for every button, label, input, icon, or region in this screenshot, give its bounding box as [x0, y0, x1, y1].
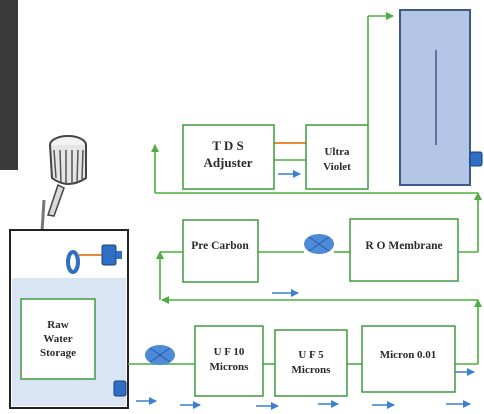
product-water-tank	[399, 9, 483, 186]
box-label-line: Micron 0.01	[380, 349, 437, 361]
box-pre-carbon: Pre Carbon	[182, 219, 259, 283]
box-micron-0-01: Micron 0.01	[361, 325, 456, 393]
box-label-line: Microns	[292, 364, 332, 376]
box-label-line: R O Membrane	[365, 240, 442, 252]
faucet-icon	[40, 135, 87, 233]
left-edge-strip	[0, 0, 18, 170]
box-label-line: Raw	[47, 319, 68, 331]
box-label-line: Pre Carbon	[191, 240, 249, 252]
box-ultra-violet: Ultra Violet	[305, 124, 369, 190]
box-label-line: Microns	[210, 361, 250, 373]
box-label-line: T D S	[212, 138, 244, 153]
box-tds-adjuster: T D S Adjuster	[182, 124, 275, 190]
box-ro-membrane: R O Membrane	[349, 218, 459, 282]
box-uf-10-microns: U F 10 Microns	[194, 325, 264, 397]
box-label-line: U F 5	[298, 349, 324, 361]
valve-icon	[145, 345, 175, 365]
valve-icon	[304, 234, 334, 254]
box-uf-5-microns: U F 5 Microns	[274, 329, 348, 397]
box-label-line: Water	[43, 333, 72, 345]
box-label-line: U F 10	[214, 346, 245, 358]
box-label-line: Ultra	[324, 146, 350, 158]
box-raw-water-storage: Raw Water Storage	[20, 298, 96, 380]
box-label-line: Violet	[323, 161, 351, 173]
box-label-line: Adjuster	[203, 155, 252, 170]
blue-flow-arrows	[136, 170, 475, 410]
tank-inlet-fitting-icon	[66, 244, 122, 274]
box-label-line: Storage	[40, 347, 76, 359]
flow-lines	[128, 12, 482, 365]
outlet-nozzle-icon	[113, 380, 127, 397]
